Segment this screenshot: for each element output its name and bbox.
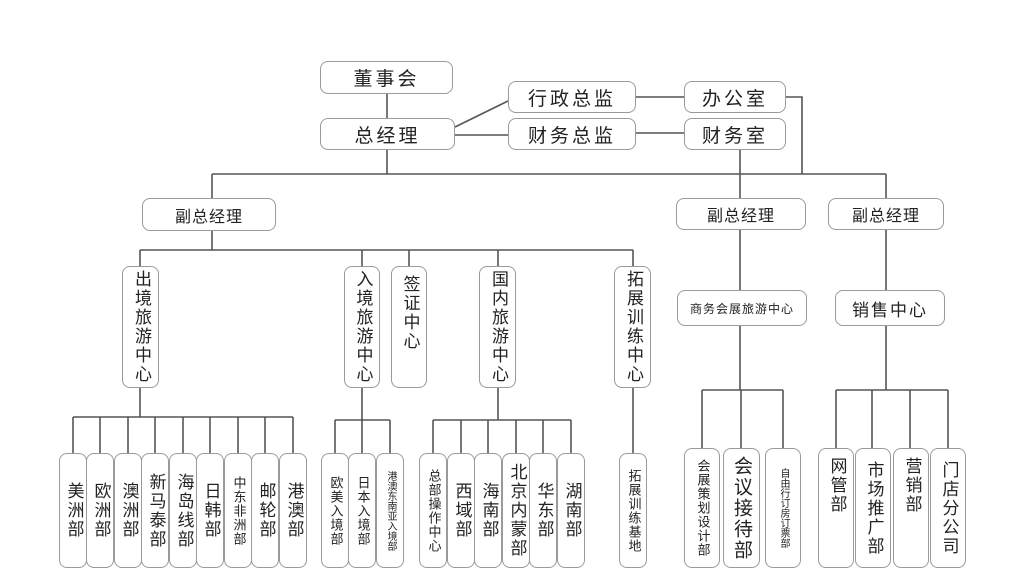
- center-training-box[interactable]: 拓展训练中心: [614, 266, 651, 388]
- finance-office-box[interactable]: 财务室: [684, 118, 786, 150]
- vice-gm-middle-box[interactable]: 副总经理: [676, 198, 806, 230]
- dept-americas[interactable]: 美洲部: [59, 453, 87, 568]
- board-box[interactable]: 董事会: [320, 61, 453, 94]
- dept-store-branches[interactable]: 门店分公司: [930, 448, 966, 568]
- dept-hunan[interactable]: 湖南部: [557, 453, 585, 568]
- dept-japan-korea[interactable]: 日韩部: [196, 453, 224, 568]
- center-inbound-box[interactable]: 入境旅游中心: [344, 266, 380, 388]
- dept-sales-marketing[interactable]: 营销部: [893, 448, 929, 568]
- dept-hainan[interactable]: 海南部: [474, 453, 502, 568]
- dept-hk-sea-inbound[interactable]: 港澳东南亚入境部: [376, 453, 404, 568]
- dept-middle-east-africa[interactable]: 中东非洲部: [224, 453, 252, 568]
- dept-euro-us-inbound[interactable]: 欧美入境部: [321, 453, 349, 568]
- center-outbound-box[interactable]: 出境旅游中心: [122, 266, 159, 388]
- dept-islands[interactable]: 海岛线部: [169, 453, 197, 568]
- vice-gm-right-box[interactable]: 副总经理: [828, 198, 944, 230]
- dept-japan-inbound[interactable]: 日本入境部: [348, 453, 376, 568]
- dept-east-china[interactable]: 华东部: [529, 453, 557, 568]
- dept-exhibition-planning[interactable]: 会展策划设计部: [684, 448, 720, 568]
- dept-europe[interactable]: 欧洲部: [86, 453, 114, 568]
- dept-conference-reception[interactable]: 会议接待部: [723, 448, 760, 568]
- dept-network-management[interactable]: 网管部: [818, 448, 854, 568]
- dept-cruise[interactable]: 邮轮部: [251, 453, 279, 568]
- center-sales-box[interactable]: 销售中心: [835, 290, 945, 326]
- dept-training-base[interactable]: 拓展训练基地: [619, 453, 647, 568]
- dept-hk-macau[interactable]: 港澳部: [279, 453, 307, 568]
- dept-sea-asia[interactable]: 新马泰部: [141, 453, 169, 568]
- center-mice-box[interactable]: 商务会展旅游中心: [677, 290, 807, 326]
- vice-gm-left-box[interactable]: 副总经理: [142, 198, 276, 231]
- office-box[interactable]: 办公室: [684, 81, 786, 113]
- dept-beijing-inner-mongolia[interactable]: 北京内蒙部: [502, 453, 530, 568]
- dept-marketing-promotion[interactable]: 市场推广部: [855, 448, 891, 568]
- center-domestic-box[interactable]: 国内旅游中心: [479, 266, 516, 388]
- dept-independent-booking[interactable]: 自由行订房订票部: [765, 448, 801, 568]
- general-manager-box[interactable]: 总经理: [320, 118, 455, 150]
- dept-australia[interactable]: 澳洲部: [114, 453, 142, 568]
- dept-hq-operations[interactable]: 总部操作中心: [419, 453, 447, 568]
- admin-director-box[interactable]: 行政总监: [508, 81, 636, 113]
- dept-xiyu[interactable]: 西域部: [447, 453, 475, 568]
- center-visa-box[interactable]: 签证中心: [391, 266, 427, 388]
- finance-director-box[interactable]: 财务总监: [508, 118, 636, 150]
